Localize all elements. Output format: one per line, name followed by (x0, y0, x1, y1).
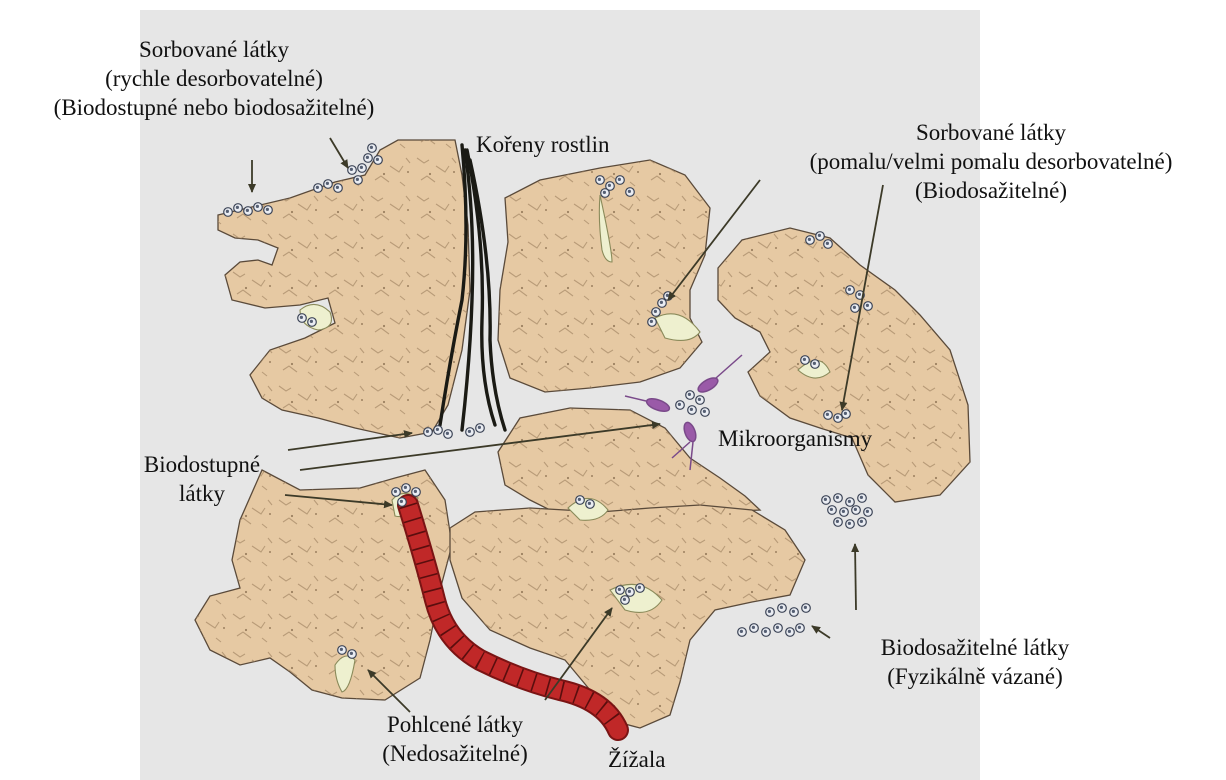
arrow-sorbed-fast-right (330, 138, 348, 168)
label-bioavailable-line1: Biodostupné (112, 450, 292, 479)
label-sorbed-slow-line3: (Biodosažitelné) (756, 176, 1226, 205)
label-earthworm: Žížala (608, 745, 665, 774)
label-roots: Kořeny rostlin (476, 130, 610, 159)
label-sorbed-slow-line2: (pomalu/velmi pomalu desorbovatelné) (756, 147, 1226, 176)
label-sorbed-slow-line1: Sorbované látky (756, 118, 1226, 147)
label-sorbed-slow: Sorbované látky (pomalu/velmi pomalu des… (756, 118, 1226, 205)
label-bioaccessible: Biodosažitelné látky (Fyzikálně vázané) (830, 633, 1120, 691)
label-sorbed-fast-line3: (Biodostupné nebo biodosažitelné) (0, 93, 428, 122)
label-absorbed-line2: (Nedosažitelné) (340, 739, 570, 768)
microorganism-cell (645, 396, 671, 414)
label-bioavailable: Biodostupné látky (112, 450, 292, 508)
microorganism-flagellum (716, 355, 742, 378)
label-absorbed-line1: Pohlcené látky (340, 710, 570, 739)
label-sorbed-fast-line1: Sorbované látky (0, 35, 428, 64)
label-bioaccessible-line2: (Fyzikálně vázané) (830, 662, 1120, 691)
label-absorbed: Pohlcené látky (Nedosažitelné) (340, 710, 570, 768)
label-bioaccessible-line1: Biodosažitelné látky (830, 633, 1120, 662)
microorganism-cell (682, 421, 698, 443)
label-bioavailable-line2: látky (112, 479, 292, 508)
label-sorbed-fast-line2: (rychle desorbovatelné) (0, 64, 428, 93)
label-microorganisms: Mikroorganismy (718, 424, 872, 453)
microorganism-flagellum (625, 396, 646, 401)
arrow-bioaccessible (855, 544, 856, 610)
arrow-bioavailable-root (288, 433, 412, 450)
label-sorbed-fast: Sorbované látky (rychle desorbovatelné) … (0, 35, 428, 122)
arrow-bioaccessible-low (812, 626, 830, 638)
